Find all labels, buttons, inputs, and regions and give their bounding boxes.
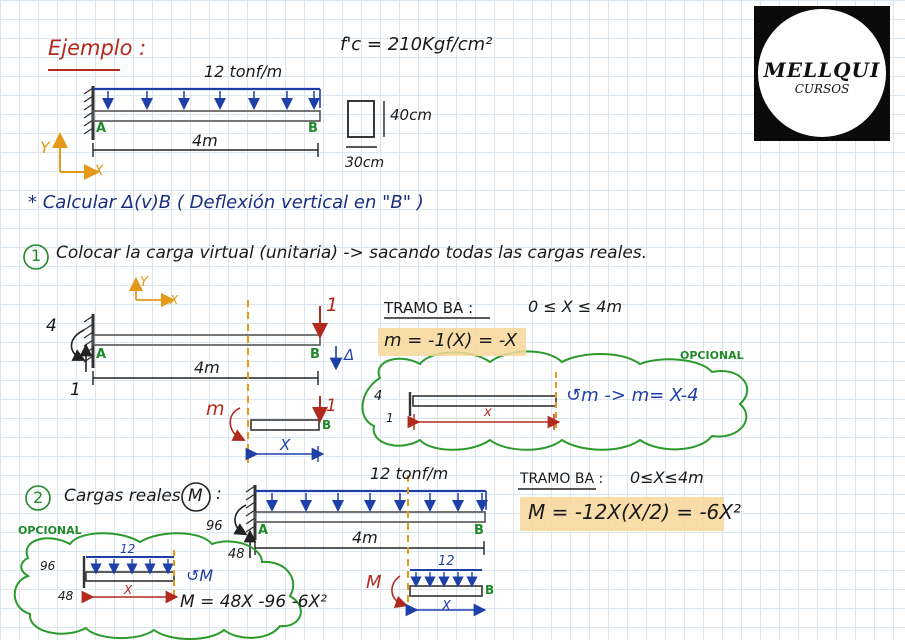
opt2-load: 12 <box>120 542 136 556</box>
opcional-cloud-1 <box>361 350 749 451</box>
step1-cut-load: 1 <box>326 396 337 416</box>
step2-opcional: OPCIONAL <box>18 524 82 537</box>
step1-text: Colocar la carga virtual (unitaria) -> s… <box>56 243 648 263</box>
opt1-equation: ↺m -> m= X-4 <box>566 385 699 406</box>
opt2-equation-m: ↺M <box>186 566 214 585</box>
step2-colon: : <box>216 484 222 504</box>
step1-support-a: A <box>96 347 107 362</box>
mellqui-logo: MELLQUI CURSOS <box>754 6 890 141</box>
step1-beam-drawing <box>70 276 343 465</box>
step2-cut-x: X <box>442 599 451 614</box>
step2-number: 2 <box>33 488 44 507</box>
step2-cut-load: 12 <box>438 554 455 569</box>
opcional-cloud-2 <box>13 532 302 640</box>
beam1-end-b: B <box>308 121 318 136</box>
step1-cut-moment: m <box>206 398 225 420</box>
beam1-length: 4m <box>192 131 218 150</box>
opt1-drawing <box>407 372 561 430</box>
opt2-equation: M = 48X -96 -6X² <box>180 592 327 612</box>
opt2-x: X <box>124 583 133 597</box>
fc-label: f'c = 210Kgf/cm² <box>340 34 493 55</box>
opt2-moment: 96 <box>40 559 56 573</box>
step1-circle <box>23 244 49 270</box>
step1-length: 4m <box>194 358 220 377</box>
step1-tramo-title: TRAMO BA : <box>384 299 474 317</box>
step2-circle-letter: M <box>188 486 203 506</box>
step1-vertical-reaction: 1 <box>70 380 81 400</box>
step1-moment-reaction: 4 <box>46 316 57 336</box>
step1-end-b: B <box>310 347 320 362</box>
page-title: Ejemplo : <box>48 36 147 60</box>
step2-load-label: 12 tonf/m <box>370 464 449 483</box>
step2-tramo-range: 0≤X≤4m <box>630 468 704 487</box>
task-text: * Calcular Δ(v)B ( Deflexión vertical en… <box>28 192 424 213</box>
step1-equation: m = -1(X) = -X <box>384 330 518 351</box>
beam1-load-label: 12 tonf/m <box>204 62 283 81</box>
step1-number: 1 <box>31 246 42 265</box>
step2-end-b: B <box>474 523 484 538</box>
opt1-reaction: 1 <box>386 411 394 425</box>
axis-x-label: X <box>94 163 104 179</box>
section-width: 30cm <box>345 155 385 171</box>
step1-cut-end: B <box>322 418 332 432</box>
step2-cut-moment: M <box>366 572 382 593</box>
logo-line2: CURSOS <box>794 82 850 96</box>
step2-tramo-title: TRAMO BA : <box>520 471 604 487</box>
beam1-drawing <box>52 86 385 180</box>
opt1-x: x <box>484 405 492 420</box>
section-height: 40cm <box>390 106 432 124</box>
step2-m-circle <box>181 482 211 512</box>
step1-axis-y: Y <box>140 275 148 290</box>
step2-text: Cargas reales <box>64 486 181 506</box>
step2-support-a: A <box>258 523 269 538</box>
step2-beam-drawing <box>233 475 488 617</box>
step1-cut-x: X <box>280 436 291 454</box>
step2-equation: M = -12X(X/2) = -6X² <box>528 500 741 524</box>
step1-tramo-range: 0 ≤ X ≤ 4m <box>528 297 623 316</box>
opt2-drawing <box>81 550 179 604</box>
step2-equation-highlight <box>520 497 724 531</box>
step2-cut-end: B <box>485 583 495 597</box>
logo-line1: MELLQUI <box>763 58 881 82</box>
beam1-support-a: A <box>96 121 107 136</box>
step2-circle <box>25 485 51 511</box>
step1-axis-x: X <box>170 293 179 307</box>
axis-y-label: Y <box>40 138 50 157</box>
step2-vertical-reaction: 48 <box>228 547 245 562</box>
step2-moment-reaction: 96 <box>206 519 223 534</box>
step1-point-load: 1 <box>326 294 339 316</box>
opt1-moment: 4 <box>374 389 383 404</box>
step2-length: 4m <box>352 528 378 547</box>
step1-opcional: OPCIONAL <box>680 349 744 362</box>
opt2-reaction: 48 <box>58 589 74 603</box>
step1-equation-highlight <box>378 328 526 356</box>
step1-delta: Δ <box>344 346 355 364</box>
